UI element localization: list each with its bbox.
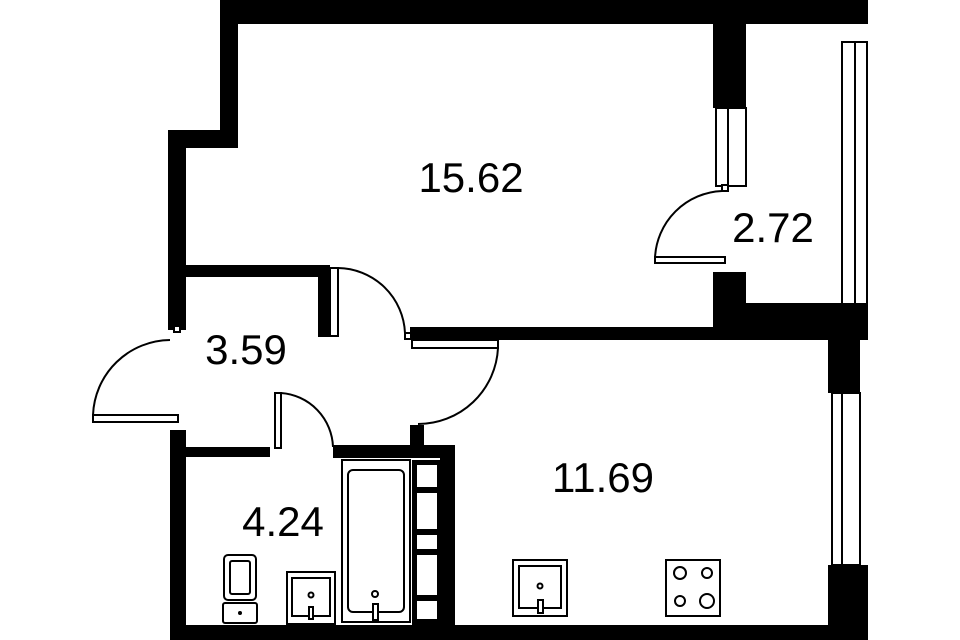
windows	[715, 41, 868, 566]
stove-icon	[665, 559, 721, 617]
bathtub	[341, 459, 411, 623]
doors	[92, 184, 729, 449]
balcony-area-label: 2.72	[732, 204, 814, 251]
living-room-area-label: 15.62	[418, 154, 524, 201]
bathroom-sink-icon	[286, 571, 336, 625]
toilet-icon	[222, 554, 258, 624]
hallway-area-label: 3.59	[205, 326, 287, 373]
walls	[168, 0, 868, 640]
bathroom-area-label: 4.24	[242, 498, 324, 545]
kitchen-sink-icon	[512, 559, 568, 617]
kitchen-area-label: 11.69	[552, 454, 654, 501]
heated-towel-rail	[412, 460, 440, 625]
